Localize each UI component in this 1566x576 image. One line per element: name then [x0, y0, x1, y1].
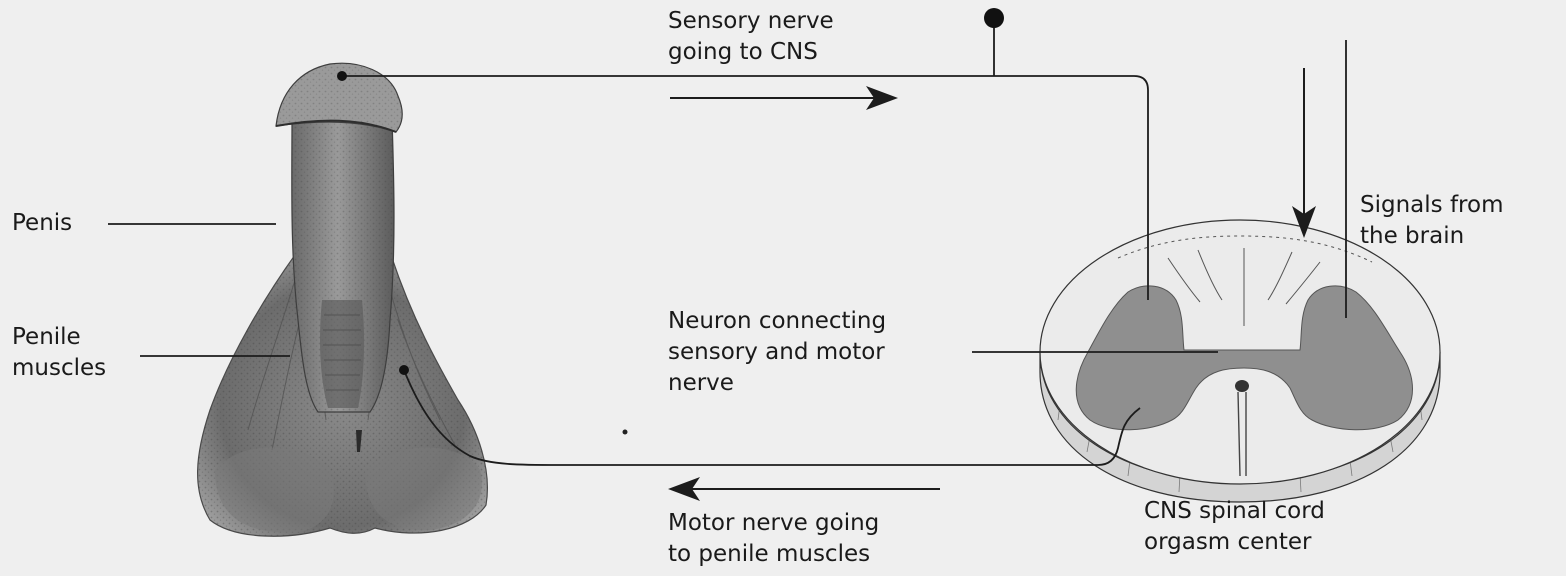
sensory-nerve-path [342, 76, 1148, 300]
motor-ending-dot [399, 365, 409, 375]
penis-label-text: Penis [12, 208, 72, 239]
arrow-left-icon [668, 477, 940, 501]
cns-center-label-line-2: orgasm center [1144, 527, 1325, 558]
signals-brain-label-line-2: the brain [1360, 221, 1503, 252]
signals-brain-label-line-1: Signals from [1360, 190, 1503, 221]
penis-illustration [198, 63, 488, 536]
spinal-cord-illustration [1040, 220, 1440, 502]
arrow-down-icon [1292, 68, 1316, 238]
cns-center-label: CNS spinal cord orgasm center [1144, 496, 1325, 558]
neuron-connecting-label-line-1: Neuron connecting [668, 306, 886, 337]
penile-muscles-label: Penile muscles [12, 322, 106, 384]
sensory-nerve-label-line-2: going to CNS [668, 37, 834, 68]
dot-icon [984, 8, 1004, 28]
neuron-connecting-label-line-2: sensory and motor [668, 337, 886, 368]
arrow-right-icon [670, 86, 898, 110]
penis-label: Penis [12, 208, 72, 239]
motor-nerve-label-line-2: to penile muscles [668, 539, 879, 570]
signals-brain-label: Signals from the brain [1360, 190, 1503, 252]
sensory-nerve-label-line-1: Sensory nerve [668, 6, 834, 37]
neuron-connecting-label-line-3: nerve [668, 368, 886, 399]
neuron-connecting-label: Neuron connecting sensory and motor nerv… [668, 306, 886, 399]
penile-muscles-label-line-1: Penile [12, 322, 106, 353]
motor-nerve-label-line-1: Motor nerve going [668, 508, 879, 539]
penile-muscles-label-line-2: muscles [12, 353, 106, 384]
motor-nerve-label: Motor nerve going to penile muscles [668, 508, 879, 570]
sensory-nerve-label: Sensory nerve going to CNS [668, 6, 834, 68]
sensory-ending-dot [337, 71, 347, 81]
cns-center-label-line-1: CNS spinal cord [1144, 496, 1325, 527]
